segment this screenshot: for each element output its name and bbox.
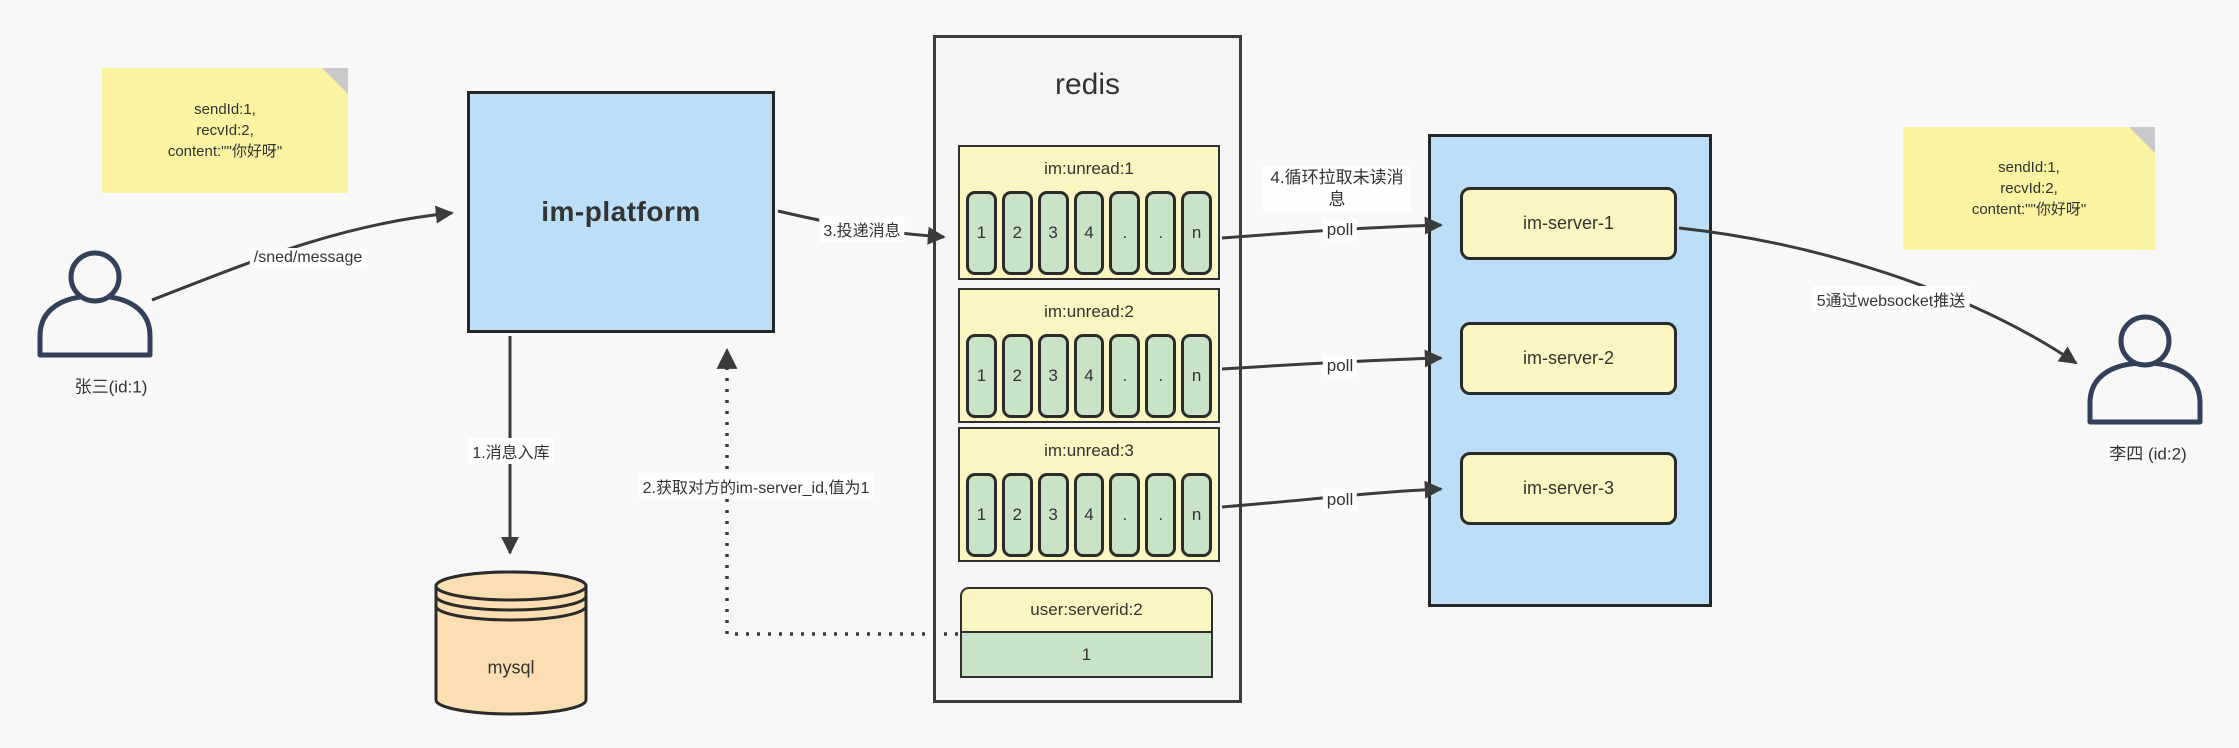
queue-cell: n: [1181, 191, 1213, 275]
user-icon-receiver: [2087, 314, 2203, 425]
im-server-2-box: im-server-2: [1460, 322, 1677, 395]
im-server-1-box: im-server-1: [1460, 187, 1677, 260]
queue-cell: 2: [1001, 191, 1033, 275]
im-platform-label: im-platform: [541, 196, 701, 227]
label-step2-get-serverid: 2.获取对方的im-server_id,值为1: [638, 473, 874, 499]
mysql-cylinder-icon: [434, 570, 588, 716]
queue-cell: 4: [1073, 334, 1105, 418]
label-poll-2: poll: [1322, 355, 1358, 377]
queue-cells-row: 1 2 3 4 . . n: [960, 334, 1218, 418]
im-server-2-label: im-server-2: [1522, 348, 1614, 368]
note-line: sendId:1,: [194, 101, 256, 118]
sticky-note-left: sendId:1, recvId:2, content:""你好呀": [102, 68, 348, 193]
queue-im-unread-3: im:unread:3 1 2 3 4 . . n: [958, 427, 1220, 562]
note-line: content:""你好呀": [1971, 201, 2087, 218]
kv-user-serverid-box: user:serverid:2 1: [960, 587, 1213, 678]
queue-key-label: im:unread:1: [1044, 159, 1134, 178]
queue-cell: 2: [1001, 334, 1033, 418]
queue-key-label: im:unread:2: [1044, 302, 1134, 321]
queue-cells-row: 1 2 3 4 . . n: [960, 191, 1218, 275]
queue-cell: 3: [1037, 473, 1069, 557]
queue-cell: 4: [1073, 191, 1105, 275]
im-server-3-label: im-server-3: [1522, 478, 1614, 498]
queue-cell: 3: [1037, 334, 1069, 418]
label-sender: 张三(id:1): [74, 377, 148, 397]
label-step3-deliver: 3.投递消息: [819, 216, 905, 242]
queue-cell: 4: [1073, 473, 1105, 557]
queue-im-unread-1: im:unread:1 1 2 3 4 . . n: [958, 145, 1220, 280]
queue-cell: 1: [966, 473, 997, 557]
queue-cell: .: [1109, 473, 1141, 557]
label-poll-3: poll: [1322, 489, 1358, 511]
queue-cell: .: [1109, 334, 1141, 418]
im-server-1-label: im-server-1: [1522, 213, 1614, 233]
queue-cell: .: [1145, 191, 1177, 275]
label-step5-websocket: 5通过websocket推送: [1812, 286, 1970, 312]
label-receiver: 李四 (id:2): [2109, 444, 2187, 464]
queue-cell: .: [1145, 473, 1177, 557]
queue-cell: .: [1109, 191, 1141, 275]
label-send-api: /sned/message: [249, 248, 367, 268]
queue-key-label: im:unread:3: [1044, 441, 1134, 460]
queue-cell: .: [1145, 334, 1177, 418]
mysql-label: mysql: [487, 657, 535, 678]
kv-value-label: 1: [960, 631, 1213, 678]
note-fold-icon: [2129, 127, 2155, 153]
kv-key-label: user:serverid:2: [960, 587, 1213, 633]
label-step4-poll-unread: 4.循环拉取未读消息: [1263, 166, 1411, 212]
redis-title: redis: [1054, 68, 1121, 101]
im-server-3-box: im-server-3: [1460, 452, 1677, 525]
queue-cell: 2: [1001, 473, 1033, 557]
sticky-note-right: sendId:1, recvId:2, content:""你好呀": [1903, 127, 2155, 250]
queue-cell: n: [1181, 334, 1213, 418]
label-step1-store: 1.消息入库: [468, 438, 554, 464]
queue-cell: 1: [966, 334, 997, 418]
label-poll-1: poll: [1322, 219, 1358, 241]
im-platform-box: im-platform: [467, 91, 775, 333]
queue-cell: 3: [1037, 191, 1069, 275]
queue-cell: n: [1181, 473, 1213, 557]
note-line: sendId:1,: [1998, 159, 2060, 176]
queue-im-unread-2: im:unread:2 1 2 3 4 . . n: [958, 288, 1220, 423]
queue-cells-row: 1 2 3 4 . . n: [960, 473, 1218, 557]
note-line: recvId:2,: [196, 122, 254, 139]
user-icon-sender: [37, 250, 153, 358]
note-line: recvId:2,: [2000, 180, 2058, 197]
queue-cell: 1: [966, 191, 997, 275]
note-line: content:""你好呀": [167, 143, 283, 160]
note-fold-icon: [322, 68, 348, 94]
